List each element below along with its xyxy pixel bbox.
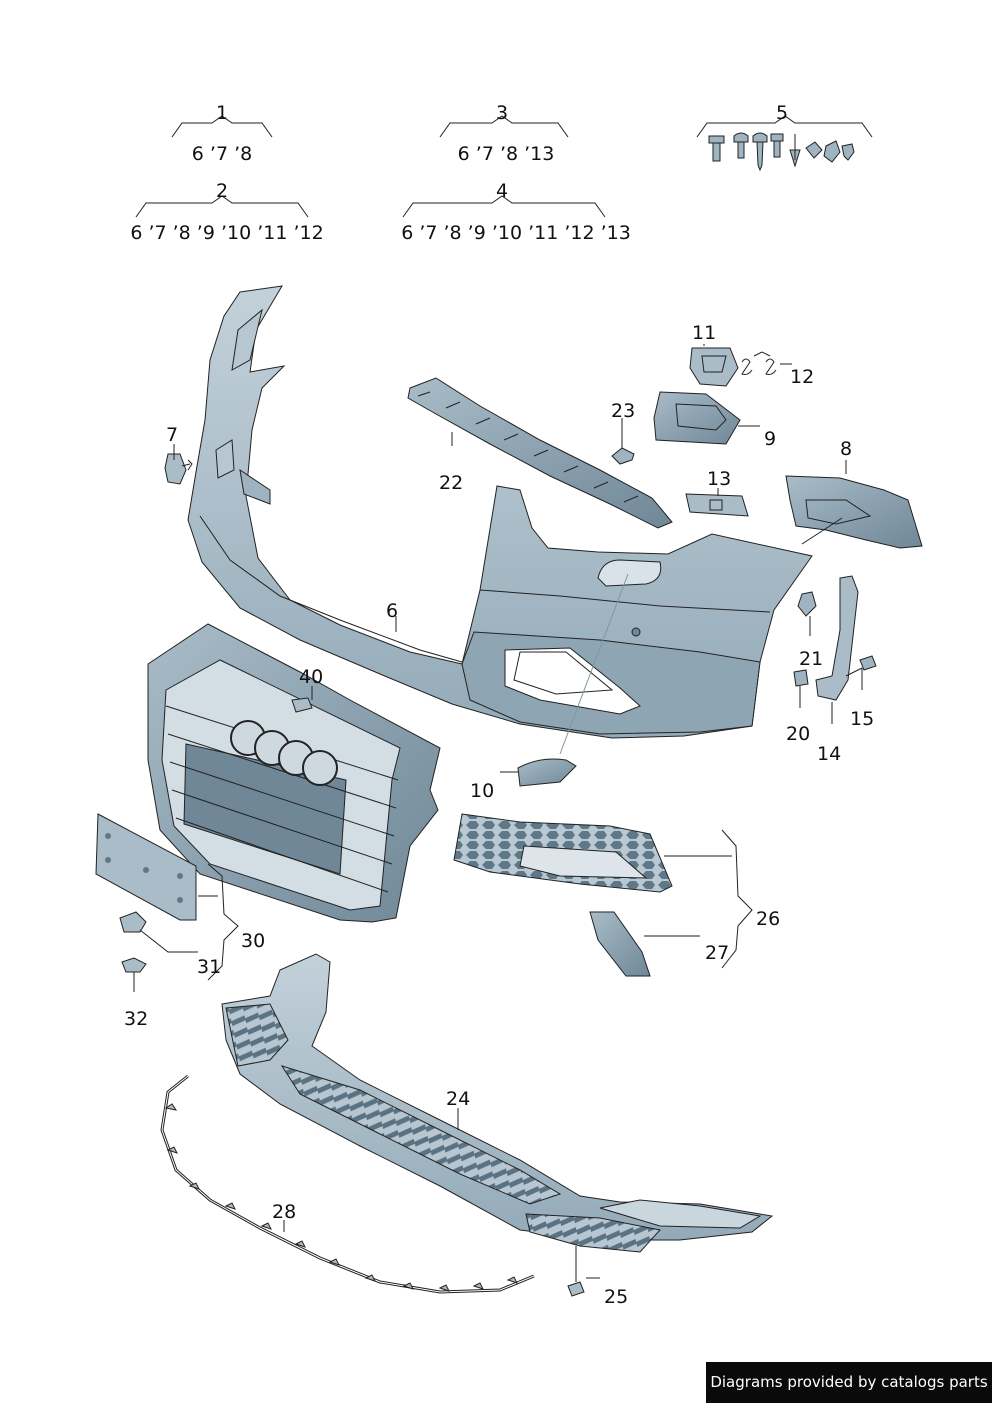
callout-14: 14 bbox=[817, 743, 842, 765]
clips-12 bbox=[741, 351, 792, 375]
credit-banner: Diagrams provided by catalogs parts bbox=[706, 1362, 992, 1403]
screw-25 bbox=[567, 1281, 585, 1297]
callout-20: 20 bbox=[786, 723, 811, 745]
group-refs-2: 6 ’7 ’8 ’9 ’10 ’11 ’12 bbox=[130, 222, 324, 244]
bracket-9 bbox=[653, 391, 741, 445]
lower-spoiler bbox=[221, 953, 774, 1253]
screw-15 bbox=[845, 655, 877, 677]
group-id-1: 1 bbox=[215, 102, 229, 124]
callout-8: 8 bbox=[840, 438, 853, 460]
callout-31: 31 bbox=[197, 956, 222, 978]
group-id-5: 5 bbox=[775, 102, 789, 124]
group-id-2: 2 bbox=[215, 180, 229, 202]
plug-31 bbox=[119, 911, 147, 933]
callout-40: 40 bbox=[299, 666, 324, 688]
callout-23: 23 bbox=[611, 400, 636, 422]
tow-cap-left-pin bbox=[181, 459, 193, 471]
trim-strip-clips bbox=[164, 1103, 518, 1292]
radiator-grille bbox=[147, 623, 441, 923]
group-refs-4: 6 ’7 ’8 ’9 ’10 ’11 ’12 ’13 bbox=[401, 222, 631, 244]
fastener-set bbox=[708, 132, 855, 172]
clip-21 bbox=[797, 591, 817, 617]
upper-reinforcement bbox=[407, 377, 673, 529]
callout-25: 25 bbox=[604, 1286, 629, 1308]
callout-11: 11 bbox=[692, 322, 717, 344]
callout-13: 13 bbox=[707, 468, 732, 490]
callout-32: 32 bbox=[124, 1008, 149, 1030]
callout-21: 21 bbox=[799, 648, 824, 670]
bracket-8 bbox=[785, 475, 923, 549]
group-id-3: 3 bbox=[495, 102, 509, 124]
tow-cap-left bbox=[164, 453, 187, 485]
screw-23 bbox=[611, 420, 635, 465]
group-refs-3: 6 ’7 ’8 ’13 bbox=[457, 143, 555, 165]
side-grille bbox=[453, 813, 673, 893]
trim-27 bbox=[589, 911, 651, 977]
callout-7: 7 bbox=[166, 424, 179, 446]
group-refs-1: 6 ’7 ’8 bbox=[191, 143, 253, 165]
group-id-4: 4 bbox=[495, 180, 509, 202]
nut-20 bbox=[793, 669, 809, 687]
pin-leader bbox=[559, 573, 629, 755]
callout-15: 15 bbox=[850, 708, 875, 730]
trim-strip-inner bbox=[161, 1075, 535, 1293]
bracket-13 bbox=[685, 493, 749, 517]
callout-24: 24 bbox=[446, 1088, 471, 1110]
leader-lines bbox=[133, 344, 863, 1282]
plate-holes bbox=[105, 833, 183, 903]
callout-22: 22 bbox=[439, 472, 464, 494]
callout-28: 28 bbox=[272, 1201, 297, 1223]
callout-10: 10 bbox=[470, 780, 495, 802]
bracket-14 bbox=[815, 575, 859, 701]
tow-cap-right bbox=[517, 758, 577, 787]
screw-32 bbox=[121, 957, 147, 973]
callout-30: 30 bbox=[241, 930, 266, 952]
bracket-11 bbox=[689, 347, 739, 387]
callout-26: 26 bbox=[756, 908, 781, 930]
bumper-cover bbox=[187, 285, 813, 739]
group-brackets bbox=[135, 115, 873, 218]
callout-12: 12 bbox=[790, 366, 815, 388]
callout-9: 9 bbox=[764, 428, 777, 450]
callout-6: 6 bbox=[386, 600, 399, 622]
callout-27: 27 bbox=[705, 942, 730, 964]
